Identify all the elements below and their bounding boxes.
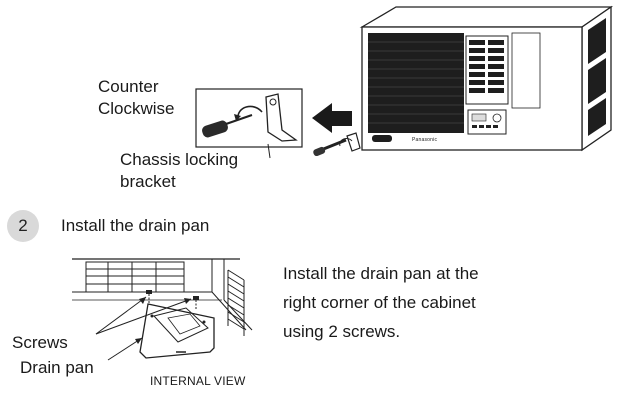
part-label-line2: bracket xyxy=(120,172,176,191)
rotation-label-line2: Clockwise xyxy=(98,99,175,118)
instruction-line2: right corner of the cabinet xyxy=(283,293,476,312)
screws-label: Screws xyxy=(12,333,68,352)
step-title: Install the drain pan xyxy=(61,216,210,235)
instruction-line1: Install the drain pan at the xyxy=(283,264,479,283)
screwdriver-icon xyxy=(202,114,253,138)
instruction-line3: using 2 screws. xyxy=(283,322,401,341)
step-number-badge: 2 xyxy=(7,210,39,242)
screw-icon xyxy=(193,296,199,310)
view-caption: INTERNAL VIEW xyxy=(150,374,246,388)
direction-arrow-icon xyxy=(312,103,352,133)
part-label-line1: Chassis locking xyxy=(120,150,239,169)
screw-icon xyxy=(146,290,152,303)
rotation-label-line1: Counter xyxy=(98,77,159,96)
unit-brand-text: Panasonic xyxy=(412,137,438,143)
air-conditioner-unit xyxy=(359,5,614,152)
drain-pan-label: Drain pan xyxy=(20,358,94,377)
drain-pan-shape xyxy=(139,303,215,359)
bracket-icon xyxy=(265,93,298,142)
